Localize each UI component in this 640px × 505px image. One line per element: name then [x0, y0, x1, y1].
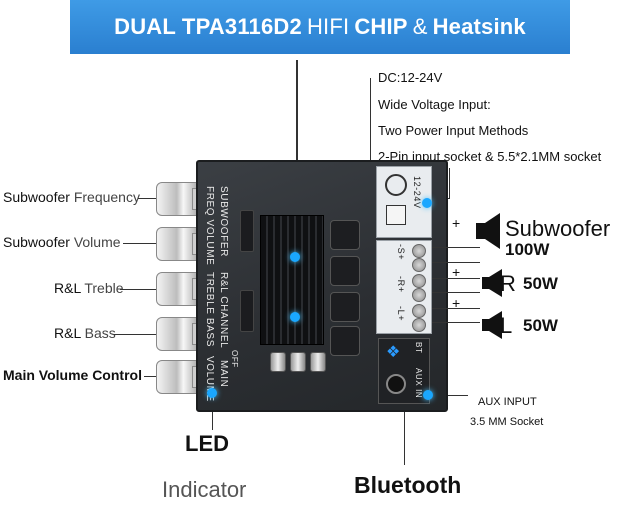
power-leader-v	[449, 168, 450, 199]
r-wire	[432, 278, 480, 279]
output-r-watt: 50W	[523, 274, 558, 293]
power-leader-line	[370, 78, 371, 168]
board-text-freq-volume: FREQ VOLUME	[204, 186, 215, 266]
plus-sign: +	[452, 215, 461, 231]
board-text-treble-bass: TREBLE BASS	[204, 272, 215, 347]
bt-aux-area	[378, 338, 430, 404]
board-text-s: -S+	[396, 244, 406, 261]
heatsink-leader-line	[296, 60, 298, 245]
label-sub-frequency: Subwoofer Frequency	[3, 189, 140, 205]
heatsink-highlight-dot	[290, 252, 300, 262]
terminal-screw[interactable]	[412, 258, 426, 272]
board-text-volume: VOLUME	[204, 356, 215, 402]
terminal-screw[interactable]	[412, 288, 426, 302]
sub-wire	[432, 262, 480, 263]
2pin-socket-icon	[386, 205, 406, 225]
aux-input-label: AUX INPUT	[478, 396, 537, 408]
l-wire	[432, 322, 480, 323]
banner-heatsink: Heatsink	[432, 14, 526, 39]
board-text-l: -L+	[396, 306, 406, 322]
title-banner: DUAL TPA3116D2 HIFI CHIP & Heatsink	[70, 0, 570, 54]
heatsink	[260, 215, 324, 345]
inductor	[330, 326, 360, 356]
terminal-screw[interactable]	[412, 318, 426, 332]
output-subwoofer-watt: 100W	[505, 240, 550, 259]
aux-jack-socket[interactable]	[386, 374, 406, 394]
capacitor	[270, 352, 286, 372]
banner-chip: CHIP	[354, 14, 408, 39]
aux-socket-label: 3.5 MM Socket	[470, 416, 544, 428]
terminal-screw[interactable]	[412, 304, 426, 318]
label-line-3	[120, 289, 156, 290]
output-subwoofer-label: Subwoofer	[505, 216, 611, 241]
board-text-12-24v: 12-24V	[412, 176, 422, 209]
power-dc: DC:12-24V	[378, 70, 443, 85]
plus-sign: +	[452, 264, 461, 280]
output-l-watt: 50W	[523, 316, 558, 335]
board-text-off: OFF	[230, 350, 239, 368]
inductor	[330, 292, 360, 322]
dc-barrel-socket-icon	[385, 174, 407, 196]
terminal-screw[interactable]	[412, 244, 426, 258]
label-main-volume: Main Volume Control	[3, 367, 142, 383]
capacitor	[290, 352, 306, 372]
board-text-subwoofer: SUBWOOFER	[218, 186, 229, 257]
aux-highlight-dot	[423, 390, 433, 400]
board-text-rl-channel: R&L CHANNEL	[218, 272, 229, 349]
label-sub-volume: Subwoofer Volume	[3, 234, 121, 250]
led-indicator-light	[207, 388, 217, 398]
board-text-r: -R+	[396, 276, 406, 293]
capacitor	[310, 352, 326, 372]
subwoofer-speaker-icon	[476, 213, 500, 249]
banner-amp: &	[412, 14, 428, 39]
plus-sign: +	[452, 295, 461, 311]
output-r-label: R	[500, 271, 516, 296]
power-methods: Two Power Input Methods	[378, 123, 529, 138]
ic-chip	[240, 290, 254, 332]
ic-chip	[240, 210, 254, 252]
inductor	[330, 220, 360, 250]
label-line-2	[123, 243, 156, 244]
banner-hifi: HIFI	[306, 14, 350, 39]
bluetooth-label: Bluetooth	[354, 472, 462, 498]
inductor	[330, 256, 360, 286]
label-line-1	[138, 198, 156, 199]
label-line-4	[114, 334, 156, 335]
r-speaker-icon	[482, 269, 502, 297]
board-text-aux: AUX IN	[414, 368, 423, 399]
label-rl-treble: R&L Treble	[54, 280, 124, 296]
board-text-bt: BT	[414, 342, 423, 354]
board-text-main: MAIN	[218, 360, 229, 388]
terminal-screw[interactable]	[412, 274, 426, 288]
sub-wire	[432, 247, 480, 248]
power-wide: Wide Voltage Input:	[378, 97, 491, 112]
banner-chip-name: DUAL TPA3116D2	[114, 14, 302, 39]
indicator-label: Indicator	[162, 477, 247, 502]
label-line-5	[144, 376, 156, 377]
l-wire	[432, 308, 480, 309]
bluetooth-leader-line	[404, 365, 405, 465]
bluetooth-icon: ❖	[386, 344, 401, 361]
led-label: LED	[185, 431, 229, 456]
output-l-label: L	[500, 313, 513, 338]
l-speaker-icon	[482, 311, 502, 339]
aux-leader-line	[428, 395, 468, 396]
label-rl-bass: R&L Bass	[54, 325, 116, 341]
heatsink-highlight-dot	[290, 312, 300, 322]
power-highlight-dot	[422, 198, 432, 208]
r-wire	[432, 292, 480, 293]
